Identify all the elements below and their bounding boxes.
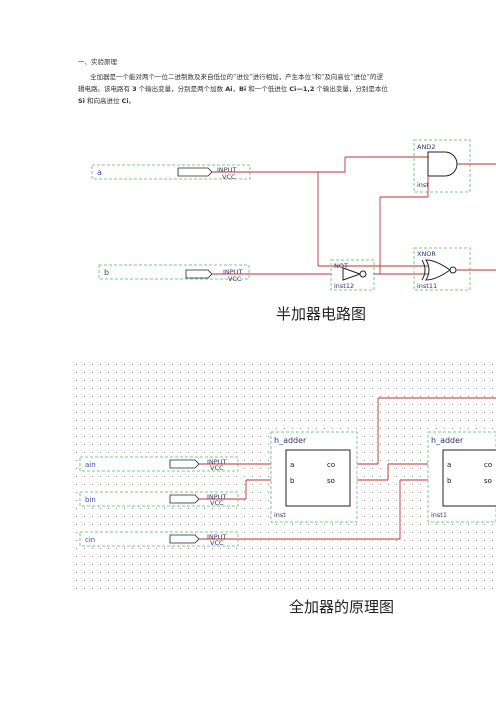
- h-adder-1-port-b: b: [290, 477, 295, 485]
- h-adder-1-name: h_adder: [274, 436, 307, 445]
- input-b-label: b: [104, 268, 109, 277]
- h-adder-2-port-so: so: [484, 477, 492, 485]
- input-b-type: INPUT: [223, 268, 242, 276]
- input-pin-ain: [169, 459, 200, 469]
- paragraph-line-3: Si 和向高进位 Ci。: [78, 97, 136, 105]
- and-gate-inst: inst: [417, 181, 429, 189]
- paragraph-line-1: 全加器是一个能对两个一位二进制数及来自低位的“进位”进行相加，产生本位“和”及向…: [90, 73, 383, 81]
- and-gate-frame: [413, 139, 471, 193]
- xnor-gate-frame: [413, 247, 471, 291]
- h-adder-1-port-a: a: [290, 461, 294, 469]
- h-adder-2-name: h_adder: [431, 436, 464, 445]
- xnor-gate-inst: inst11: [417, 282, 437, 290]
- input-ain-type: INPUT: [207, 458, 226, 466]
- h-adder-2-port-b: b: [447, 477, 452, 485]
- half-adder-caption: 半加器电路图: [276, 305, 367, 323]
- not-gate-symbol: [342, 267, 362, 281]
- and-gate-label: AND2: [417, 143, 435, 151]
- h-adder-1-port-so: so: [327, 477, 335, 485]
- section-heading: 一、实验原理: [78, 58, 117, 66]
- paragraph-line-2: 辑电路。该电路有 3 个输出变量，分别是两个加数 Ai，Bi 和一个低进位 Ci…: [78, 85, 388, 93]
- input-pin-bin: [169, 494, 200, 504]
- not-gate-inst: inst12: [334, 282, 354, 290]
- input-pin-b: [185, 269, 213, 279]
- not-gate-frame: [330, 259, 375, 291]
- input-cin-vcc: VCC: [210, 539, 224, 547]
- input-pin-cin: [169, 534, 200, 544]
- input-a-type: INPUT: [217, 166, 236, 174]
- input-b-vcc: VCC: [228, 275, 242, 283]
- h-adder-2-port-co: co: [484, 461, 492, 469]
- input-a-label: a: [97, 168, 102, 177]
- input-cin-label: cin: [85, 536, 95, 544]
- input-cin-type: INPUT: [207, 533, 226, 541]
- input-b-frame: [98, 264, 250, 280]
- h-adder-2-inst: inst1: [431, 511, 447, 519]
- input-ain-label: ain: [85, 461, 96, 469]
- full-adder-caption: 全加器的原理图: [289, 598, 395, 616]
- xnor-gate-symbol: [425, 259, 451, 281]
- not-gate-label: NOT: [334, 262, 348, 270]
- input-bin-vcc: VCC: [210, 499, 224, 507]
- xnor-gate-label: XNOR: [417, 250, 436, 258]
- input-pin-a: [177, 167, 213, 177]
- input-a-vcc: VCC: [222, 173, 236, 181]
- input-bin-type: INPUT: [207, 493, 226, 501]
- h-adder-1-port-co: co: [327, 461, 335, 469]
- h-adder-2-body: [442, 449, 496, 507]
- h-adder-2-port-a: a: [447, 461, 451, 469]
- and-gate-symbol: [427, 151, 458, 177]
- input-ain-vcc: VCC: [210, 464, 224, 472]
- h-adder-1-inst: inst: [274, 511, 286, 519]
- input-bin-label: bin: [85, 496, 96, 504]
- h-adder-1-body: [285, 449, 351, 507]
